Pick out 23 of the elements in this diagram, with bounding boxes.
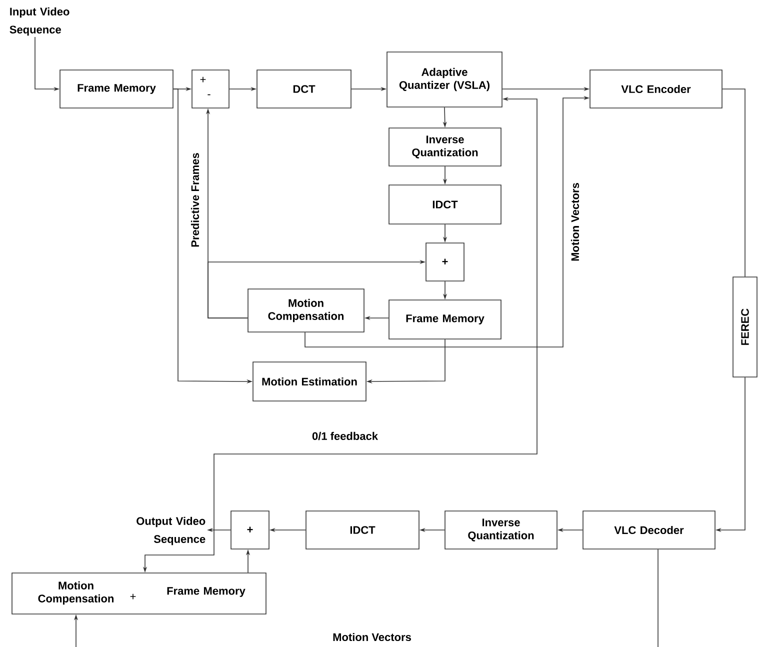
summing-junction: + xyxy=(230,510,270,550)
process-box: Frame Memory xyxy=(388,300,502,340)
process-box: IDCT xyxy=(388,184,502,224)
signal-label: Motion Vectors xyxy=(333,632,411,642)
process-box: Inverse Quantization xyxy=(444,510,558,550)
edge-label: Motion Vectors xyxy=(570,182,580,262)
process-box: Inverse Quantization xyxy=(388,128,502,166)
edge-label: Predictive Frames xyxy=(190,152,200,248)
process-box: Frame Memory xyxy=(60,70,174,108)
process-box: Motion Estimation xyxy=(252,362,366,402)
edge-label: 0/1 feedback xyxy=(311,430,380,442)
process-box: VLC Decoder xyxy=(582,510,716,550)
summing-junction: + xyxy=(426,242,464,282)
process-box: DCT xyxy=(256,70,352,108)
process-box: Motion Compensation xyxy=(248,288,364,332)
output-label: Output Video Sequence xyxy=(136,516,206,546)
summing-junction: + - xyxy=(192,70,230,108)
process-box: VLC Encoder xyxy=(590,70,722,108)
process-box: IDCT xyxy=(306,510,420,550)
process-box: FEREC xyxy=(732,276,758,378)
process-box: Adaptive Quantizer (VSLA) xyxy=(386,52,502,108)
input-label: Input Video Sequence xyxy=(10,7,70,36)
process-box: Motion Compensation + Frame Memory xyxy=(12,572,266,614)
